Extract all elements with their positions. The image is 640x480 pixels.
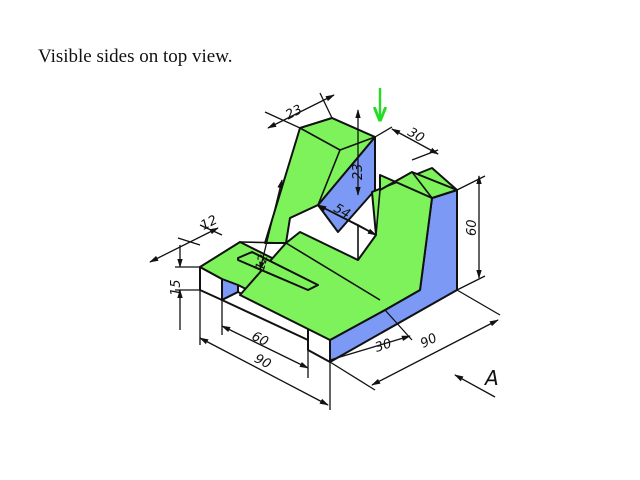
dim-15: 15	[169, 279, 184, 296]
dim-23-top: 23	[283, 102, 305, 123]
dimension-lines	[149, 92, 501, 410]
dim-12-left: 12	[253, 253, 272, 273]
dim-54: 54	[331, 201, 353, 222]
slot-floor	[237, 251, 319, 291]
dim-90-bottom: 90	[252, 351, 274, 372]
right-block-top-face	[379, 171, 458, 199]
view-label-a: A	[483, 366, 499, 390]
dim-12-top: 12	[198, 213, 220, 234]
dim-23-vertical: 23	[351, 163, 366, 180]
dim-60-right: 60	[465, 219, 480, 236]
dim-90-right: 90	[418, 331, 440, 352]
page-title: Visible sides on top view.	[38, 46, 233, 67]
dim-60-bottom: 60	[249, 329, 271, 350]
part-body	[199, 117, 458, 363]
dim-30: 30	[405, 125, 427, 146]
dim-30-bottom: 30	[373, 336, 393, 355]
